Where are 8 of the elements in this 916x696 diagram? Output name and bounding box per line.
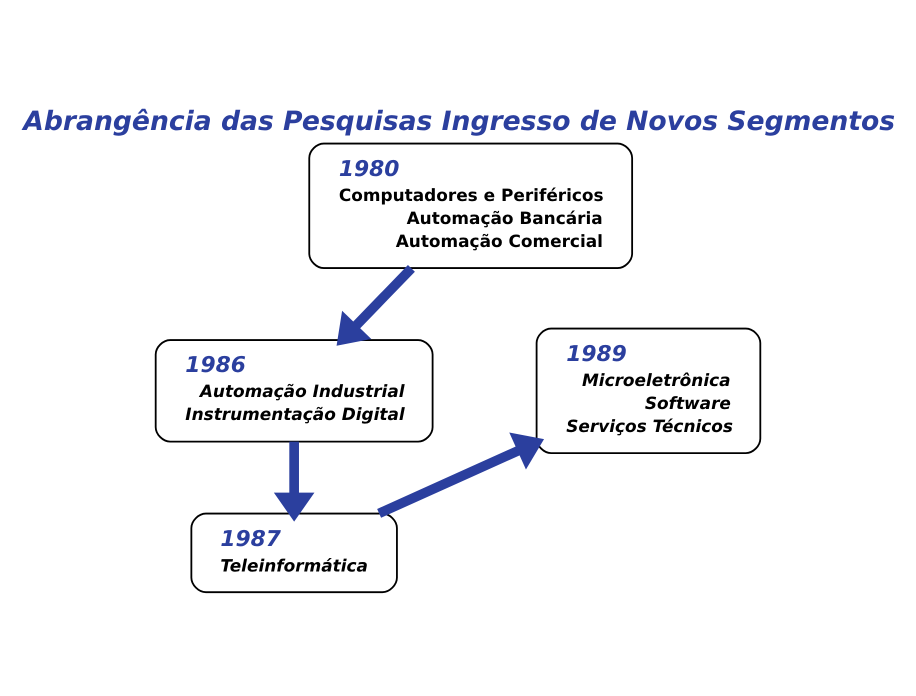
node-box: 1980 Computadores e Periféricos Automação Bancária Automação Comercial <box>308 142 634 268</box>
arrow <box>274 441 314 522</box>
node-box: 1986 Automação Industrial Instrumentação Digital <box>154 338 434 442</box>
node-box: 1989 Microeletrônica Software Serviços Técnicos <box>536 327 762 454</box>
arrow <box>336 264 415 346</box>
node-box: 1987 Teleinformática <box>190 512 398 593</box>
diagram-title: Abrangência das Pesquisas Ingresso de Novos Segmentos <box>23 105 896 136</box>
arrow <box>377 432 544 518</box>
